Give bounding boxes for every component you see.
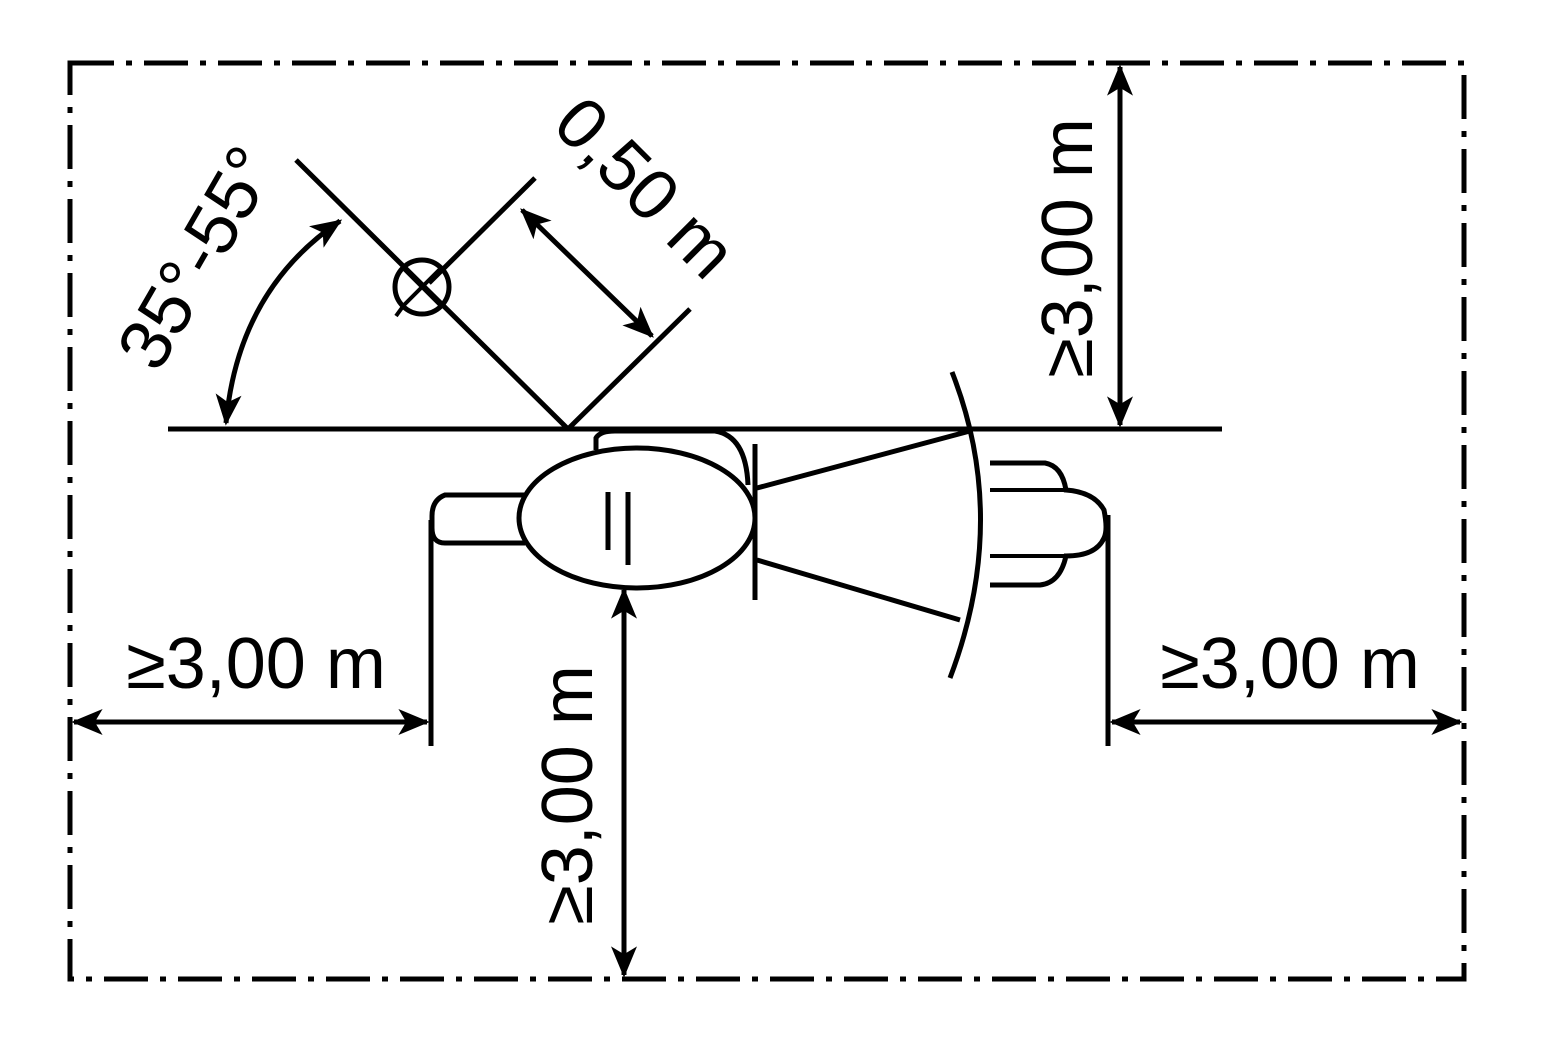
motor-housing — [516, 445, 758, 591]
mount-arm-right — [566, 307, 692, 431]
left-clearance-label: ≥3,00 m — [126, 624, 386, 704]
guard-upper-edge — [756, 428, 971, 491]
lamp-mount — [294, 158, 692, 431]
left-extension — [429, 492, 525, 546]
right-clearance-label: ≥3,00 m — [1160, 624, 1420, 704]
offset-dimension-arrow — [520, 208, 654, 338]
angle-range-label: 35°-55° — [102, 133, 292, 382]
lamp-symbol-icon — [392, 257, 452, 318]
machine-outline — [429, 371, 1109, 679]
right-handle — [990, 460, 1109, 588]
curved-blade — [947, 371, 983, 679]
guard-lower-edge — [756, 557, 961, 623]
top-hood — [593, 428, 751, 486]
bottom-clearance-label: ≥3,00 m — [528, 665, 608, 925]
clearance-boundary — [67, 60, 1467, 982]
top-clearance-label: ≥3,00 m — [1028, 118, 1108, 378]
mount-post — [427, 176, 537, 285]
angle-arc — [215, 218, 343, 426]
offset-label: 0,50 m — [539, 82, 751, 294]
